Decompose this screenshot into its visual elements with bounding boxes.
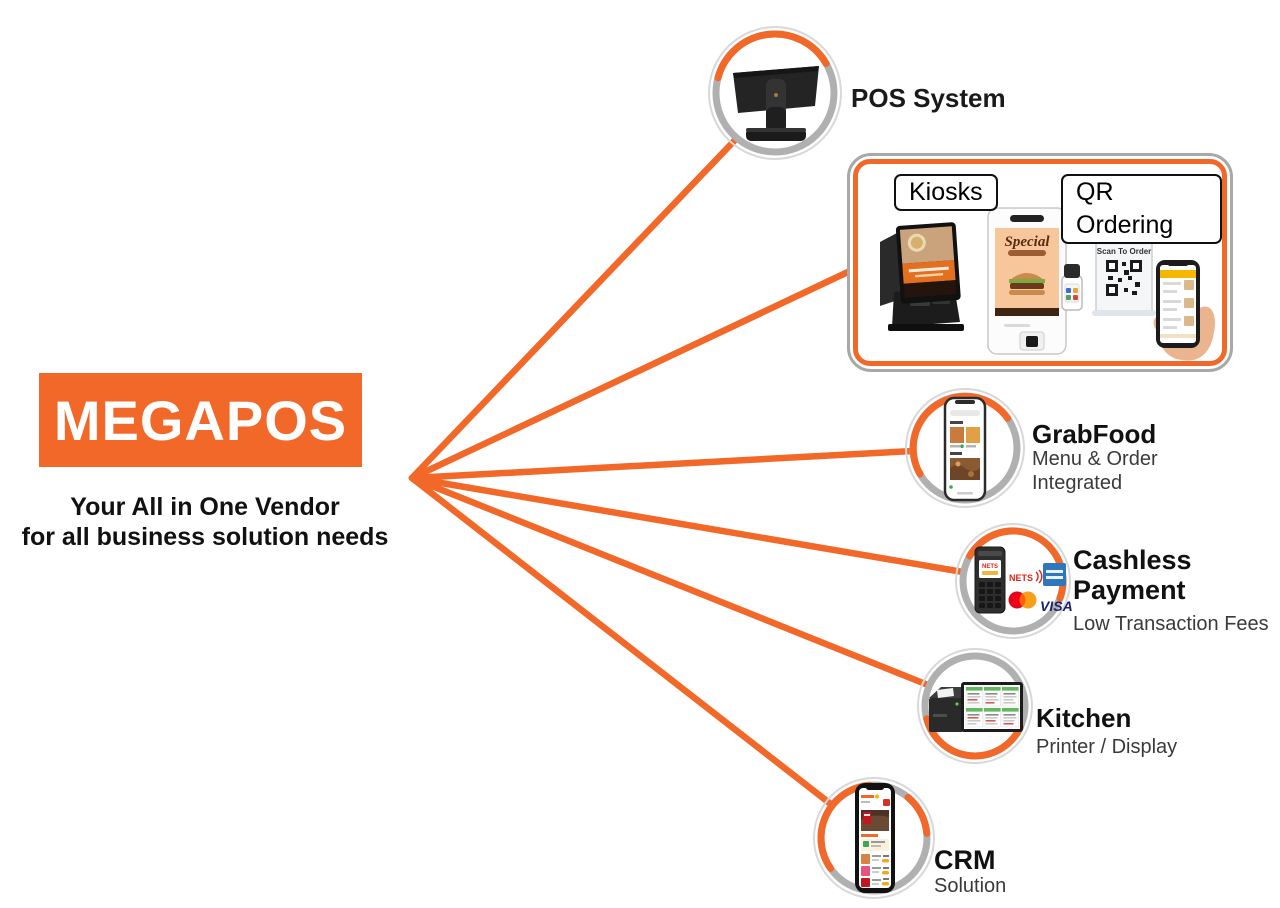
pos-system-label: POS System bbox=[851, 83, 1006, 113]
megapos-logo-text: MEGAPOS bbox=[53, 388, 348, 452]
line-to-pos bbox=[408, 135, 740, 482]
line-to-kiosks bbox=[408, 267, 854, 482]
pos-node-circle bbox=[708, 26, 842, 160]
qr-code-graphic bbox=[1106, 260, 1142, 296]
tagline-line1: Your All in One Vendor bbox=[70, 493, 340, 521]
kiosk-qr-box: Special bbox=[847, 153, 1233, 372]
line-to-cashless bbox=[408, 474, 967, 576]
tagline-line2: for all business solution needs bbox=[21, 523, 389, 551]
line-to-grabfood bbox=[408, 447, 917, 482]
crm-title: CRM bbox=[934, 845, 996, 875]
burger-graphic bbox=[1009, 273, 1045, 295]
tagline: Your All in One Vendor for all business … bbox=[0, 492, 410, 552]
kiosks-label: Kiosks bbox=[894, 174, 998, 211]
mastercard-logo bbox=[1008, 591, 1037, 609]
grabfood-node-circle bbox=[905, 388, 1025, 508]
line-to-kitchen bbox=[408, 474, 932, 689]
kitchen-node-circle bbox=[917, 648, 1033, 764]
crm-orange-arc-right bbox=[904, 793, 931, 837]
amex-logo bbox=[1043, 563, 1066, 586]
kitchen-orange-arc bbox=[923, 715, 1024, 760]
crm-node-circle bbox=[813, 777, 935, 899]
payment-terminal-icon: NETS NETS VISA bbox=[974, 546, 1073, 614]
grabfood-subtitle-line1: Menu & Order bbox=[1032, 448, 1158, 470]
grabfood-orange-arc bbox=[909, 392, 1012, 478]
pos-orange-arc bbox=[714, 30, 830, 82]
grabfood-phone-icon bbox=[943, 396, 987, 502]
kiosk-screen-text: Special bbox=[1005, 234, 1051, 250]
terminal-screen-nets-text: NETS bbox=[982, 564, 998, 570]
crm-phone-icon bbox=[855, 783, 895, 893]
cashless-subtitle: Low Transaction Fees bbox=[1073, 613, 1269, 635]
qr-stand-icon: Scan To Order bbox=[1092, 239, 1156, 316]
cashless-title-line2: Payment bbox=[1073, 575, 1186, 605]
black-kiosk-icon bbox=[880, 222, 964, 331]
kitchen-display-icon bbox=[961, 682, 1023, 732]
svg-text:NETS: NETS bbox=[1009, 573, 1033, 583]
white-kiosk-icon: Special bbox=[987, 207, 1083, 355]
grabfood-title: GrabFood bbox=[1032, 419, 1157, 449]
crm-subtitle: Solution bbox=[934, 875, 1007, 897]
hand-phone-icon bbox=[1153, 260, 1216, 361]
cashless-title-line1: Cashless bbox=[1073, 545, 1192, 575]
qr-stand-text: Scan To Order bbox=[1097, 247, 1152, 256]
kiosk-qr-illustration: Special bbox=[880, 207, 1216, 361]
kiosk-qr-box-inner: Special bbox=[853, 159, 1227, 366]
megapos-logo: MEGAPOS bbox=[39, 373, 362, 467]
pos-terminal-icon bbox=[733, 66, 819, 141]
cashless-node-circle: NETS NETS VISA bbox=[955, 523, 1073, 639]
crm-orange-arc-left bbox=[817, 781, 873, 872]
kitchen-subtitle: Printer / Display bbox=[1036, 736, 1178, 758]
kitchen-title: Kitchen bbox=[1036, 703, 1132, 733]
qr-ordering-label: QR Ordering bbox=[1061, 174, 1222, 244]
line-to-crm bbox=[408, 474, 836, 809]
visa-logo: VISA bbox=[1040, 598, 1073, 614]
grabfood-subtitle-line2: Integrated bbox=[1032, 472, 1123, 494]
nets-logo: NETS bbox=[1009, 569, 1043, 584]
